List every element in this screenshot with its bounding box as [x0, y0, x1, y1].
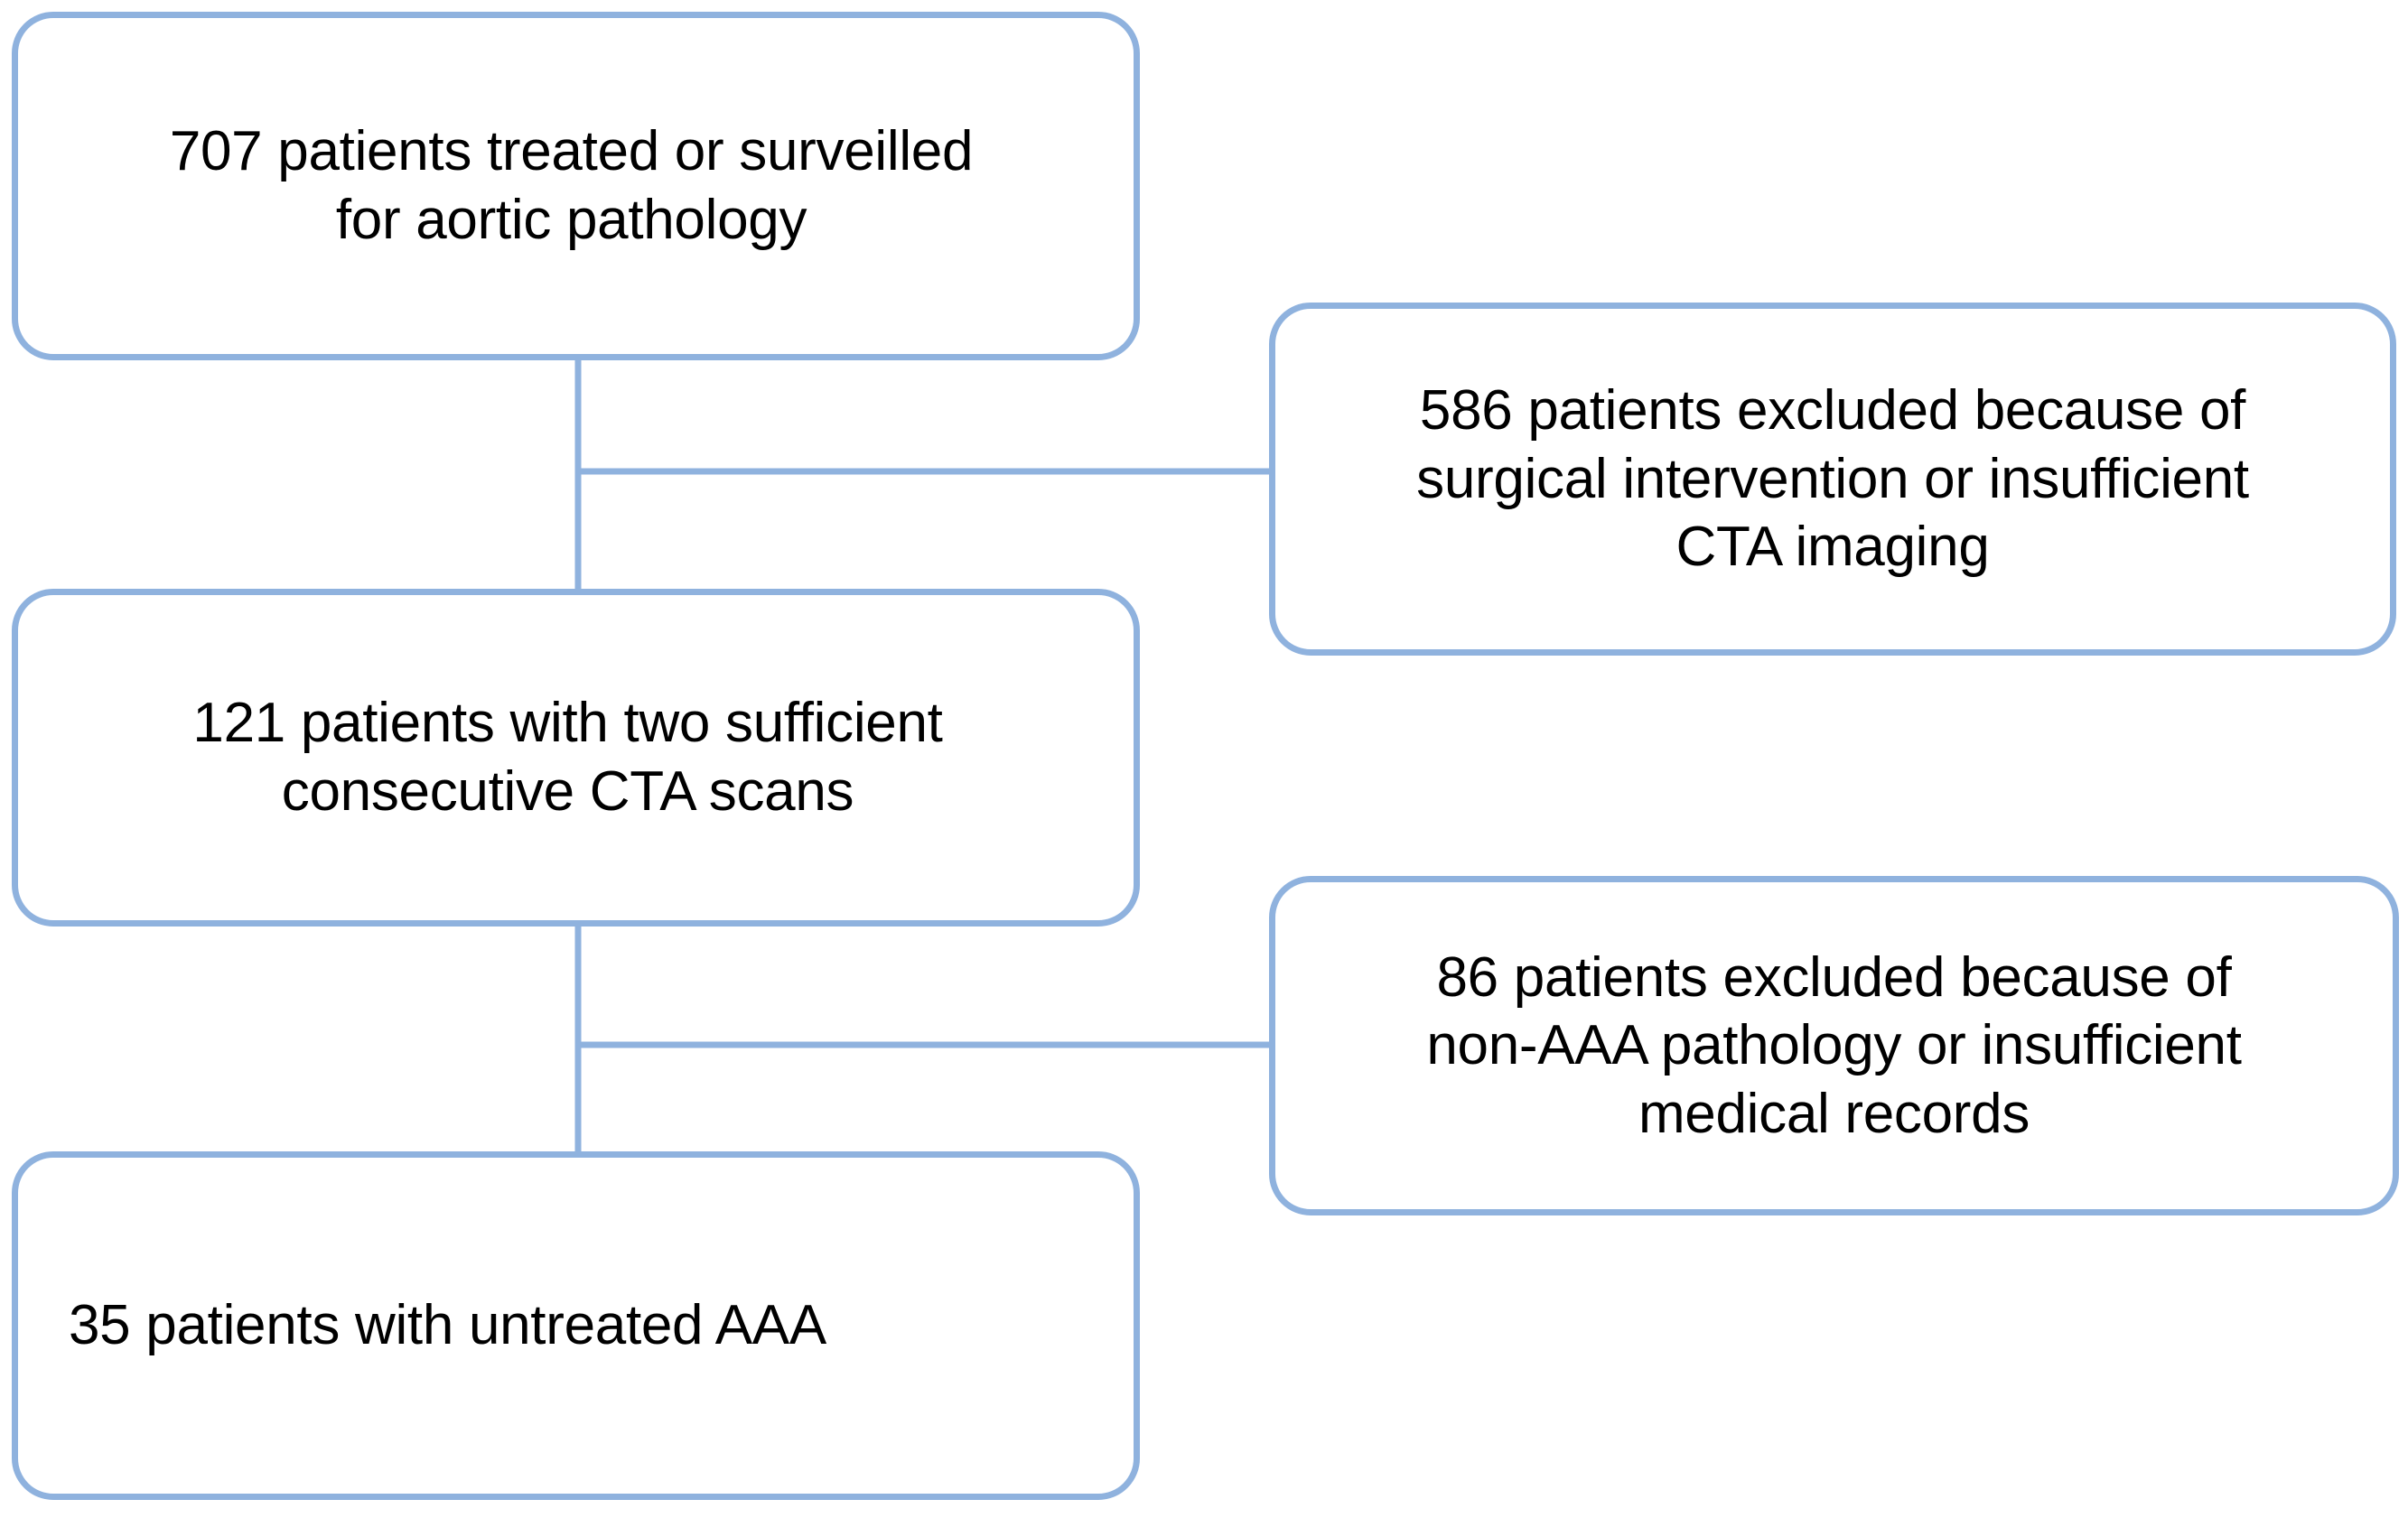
- node-included-707: 707 patients treated or surveilled for a…: [12, 12, 1140, 360]
- node-excluded-586: 586 patients excluded because of surgica…: [1269, 303, 2396, 656]
- node-included-121: 121 patients with two sufficient consecu…: [12, 589, 1140, 927]
- node-excluded-586-label: 586 patients excluded because of surgica…: [1416, 379, 2249, 579]
- node-excluded-86-label: 86 patients excluded because of non-AAA …: [1426, 945, 2242, 1145]
- node-included-707-label: 707 patients treated or surveilled for a…: [169, 120, 974, 251]
- node-included-35: 35 patients with untreated AAA: [12, 1151, 1140, 1500]
- node-excluded-86: 86 patients excluded because of non-AAA …: [1269, 876, 2399, 1215]
- node-included-121-label: 121 patients with two sufficient consecu…: [192, 692, 943, 823]
- node-included-35-label: 35 patients with untreated AAA: [69, 1294, 826, 1357]
